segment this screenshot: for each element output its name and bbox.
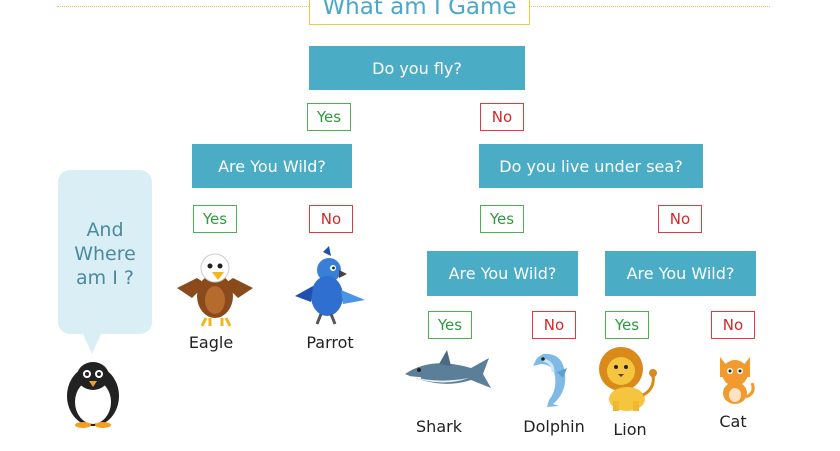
speech-bubble-tail: [82, 332, 102, 354]
answer-fly-wild-no: No: [309, 205, 353, 233]
answer-sea-wild-no: No: [532, 311, 576, 339]
animal-label-shark: Shark: [416, 417, 462, 436]
cat-icon: [720, 357, 755, 404]
dolphin-icon: [533, 353, 567, 407]
lion-icon: [599, 347, 657, 411]
answer-sea-yes: Yes: [480, 205, 524, 233]
title-rule-left: [57, 6, 309, 7]
eagle-icon: [177, 253, 253, 327]
answer-fly-wild-yes: Yes: [193, 205, 237, 233]
page-title: What am I Game: [309, 0, 530, 25]
answer-land-wild-no: No: [711, 311, 755, 339]
question-sea-are-you-wild: Are You Wild?: [427, 251, 578, 296]
animal-label-lion: Lion: [613, 420, 647, 439]
title-rule-right: [528, 6, 770, 7]
answer-sea-wild-yes: Yes: [428, 311, 472, 339]
answer-root-no: No: [480, 103, 524, 131]
answer-sea-no: No: [658, 205, 702, 233]
animal-label-cat: Cat: [719, 412, 747, 431]
animal-label-eagle: Eagle: [188, 333, 234, 352]
answer-land-wild-yes: Yes: [605, 311, 649, 339]
question-live-under-sea: Do you live under sea?: [479, 144, 703, 188]
answer-root-yes: Yes: [307, 103, 351, 131]
penguin-icon: [67, 362, 119, 428]
shark-icon: [405, 350, 491, 388]
speech-bubble-text: And Where am I ?: [74, 219, 136, 289]
question-fly-are-you-wild: Are You Wild?: [192, 144, 352, 188]
parrot-icon: [295, 246, 365, 325]
question-do-you-fly: Do you fly?: [309, 46, 525, 90]
question-land-are-you-wild: Are You Wild?: [605, 251, 756, 296]
animal-label-parrot: Parrot: [306, 333, 354, 352]
animal-label-dolphin: Dolphin: [523, 417, 585, 436]
speech-bubble: And Where am I ?: [58, 170, 152, 334]
